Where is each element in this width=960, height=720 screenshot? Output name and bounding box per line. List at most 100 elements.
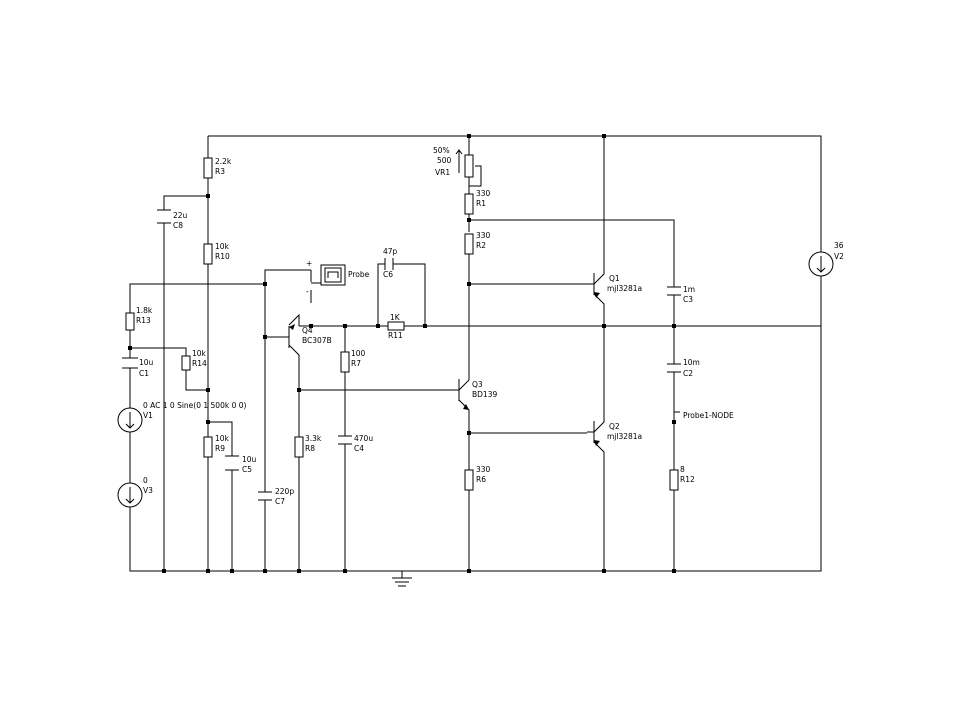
voltage-source-V2 — [808, 251, 834, 277]
transistor-Q1 — [587, 273, 600, 298]
label-C7-value: 220p — [275, 487, 294, 496]
junction-dot — [206, 194, 210, 198]
label-V2-value: 36 — [834, 241, 844, 250]
label-R2-ref: R2 — [476, 241, 486, 250]
junction-dot — [467, 569, 471, 573]
label-V3-value: 0 — [143, 476, 148, 485]
transistor-Q3 — [452, 379, 469, 410]
label-R10-value: 10k — [215, 242, 230, 251]
label-C2-ref: C2 — [683, 369, 693, 378]
label-C8-value: 22u — [173, 211, 188, 220]
junction-dot — [206, 388, 210, 392]
label-R2-value: 330 — [476, 231, 491, 240]
junctions — [128, 134, 676, 573]
junction-dot — [672, 569, 676, 573]
transistor-Q2 — [587, 421, 600, 446]
label-R10-ref: R10 — [215, 252, 230, 261]
sources — [117, 251, 834, 508]
resistor-R10 — [203, 243, 213, 265]
resistor-R13 — [125, 312, 135, 331]
label-R6-ref: R6 — [476, 475, 486, 484]
label-R1-value: 330 — [476, 189, 491, 198]
capacitor-C2 — [667, 363, 681, 373]
junction-dot — [263, 335, 267, 339]
label-C4-value: 470u — [354, 434, 373, 443]
label-C3-value: 1m — [683, 285, 695, 294]
label-Q2-ref: Q2 — [609, 422, 620, 431]
label-probe: Probe — [348, 270, 370, 279]
probe-instrument — [310, 264, 680, 422]
label-VR1-setting: 50% — [433, 146, 450, 155]
label-probe-node: Probe1-NODE — [683, 411, 734, 420]
junction-dot — [230, 569, 234, 573]
label-R13-value: 1.8k — [136, 306, 153, 315]
junction-dot — [467, 218, 471, 222]
junction-dot — [206, 420, 210, 424]
labels: 2.2k R3 22u C8 10k R10 1.8k R13 10k R14 … — [136, 146, 844, 506]
label-V1-value: 0 AC 1 0 Sine(0 1 500k 0 0) — [143, 401, 247, 410]
resistor-R9 — [203, 436, 213, 458]
label-C3-ref: C3 — [683, 295, 693, 304]
label-R7-ref: R7 — [351, 359, 361, 368]
label-R8-value: 3.3k — [305, 434, 322, 443]
label-Q3-model: BD139 — [472, 390, 497, 399]
capacitor-C4 — [338, 435, 352, 445]
junction-dot — [263, 569, 267, 573]
label-R1-ref: R1 — [476, 199, 486, 208]
label-C1-ref: C1 — [139, 369, 149, 378]
voltage-source-V1 — [117, 407, 143, 433]
label-R12-value: 8 — [680, 465, 685, 474]
label-V3-ref: V3 — [143, 486, 153, 495]
label-R7-value: 100 — [351, 349, 366, 358]
resistors — [125, 149, 679, 491]
label-C5-ref: C5 — [242, 465, 252, 474]
label-R13-ref: R13 — [136, 316, 151, 325]
label-C7-ref: C7 — [275, 497, 285, 506]
capacitor-C1 — [122, 357, 138, 369]
junction-dot — [467, 282, 471, 286]
junction-dot — [602, 134, 606, 138]
label-R8-ref: R8 — [305, 444, 315, 453]
capacitors — [122, 209, 681, 501]
resistor-R12 — [669, 469, 679, 491]
junction-dot — [672, 420, 676, 424]
junction-dot — [467, 134, 471, 138]
capacitor-C6 — [384, 258, 394, 270]
resistor-R2 — [464, 233, 474, 255]
label-Q1-model: mjl3281a — [607, 284, 642, 293]
junction-dot — [128, 346, 132, 350]
potentiometer-VR1 — [455, 149, 474, 178]
resistor-R14 — [181, 355, 191, 371]
capacitor-C7 — [258, 491, 272, 501]
resistor-R8 — [294, 436, 304, 458]
label-R14-ref: R14 — [192, 359, 207, 368]
resistor-R3 — [203, 157, 213, 179]
junction-dot — [467, 431, 471, 435]
junction-dot — [343, 324, 347, 328]
junction-dot — [343, 569, 347, 573]
label-R6-value: 330 — [476, 465, 491, 474]
capacitor-C5 — [225, 455, 239, 471]
label-Q3-ref: Q3 — [472, 380, 483, 389]
resistor-R6 — [464, 469, 474, 491]
junction-dot — [263, 282, 267, 286]
label-Q4-model: BC307B — [302, 336, 332, 345]
capacitor-C3 — [667, 286, 681, 296]
label-Q2-model: mjl3281a — [607, 432, 642, 441]
voltage-source-V3 — [117, 482, 143, 508]
label-C4-ref: C4 — [354, 444, 364, 453]
junction-dot — [309, 324, 313, 328]
label-R14-value: 10k — [192, 349, 207, 358]
label-R12-ref: R12 — [680, 475, 695, 484]
label-R9-ref: R9 — [215, 444, 225, 453]
junction-dot — [602, 324, 606, 328]
label-V2-ref: V2 — [834, 252, 844, 261]
capacitor-C8 — [157, 209, 171, 224]
label-C6-ref: C6 — [383, 270, 393, 279]
label-Q1-ref: Q1 — [609, 274, 620, 283]
resistor-R7 — [340, 351, 350, 373]
junction-dot — [602, 569, 606, 573]
transistors — [282, 273, 600, 446]
label-probe-plus: + — [306, 259, 312, 268]
